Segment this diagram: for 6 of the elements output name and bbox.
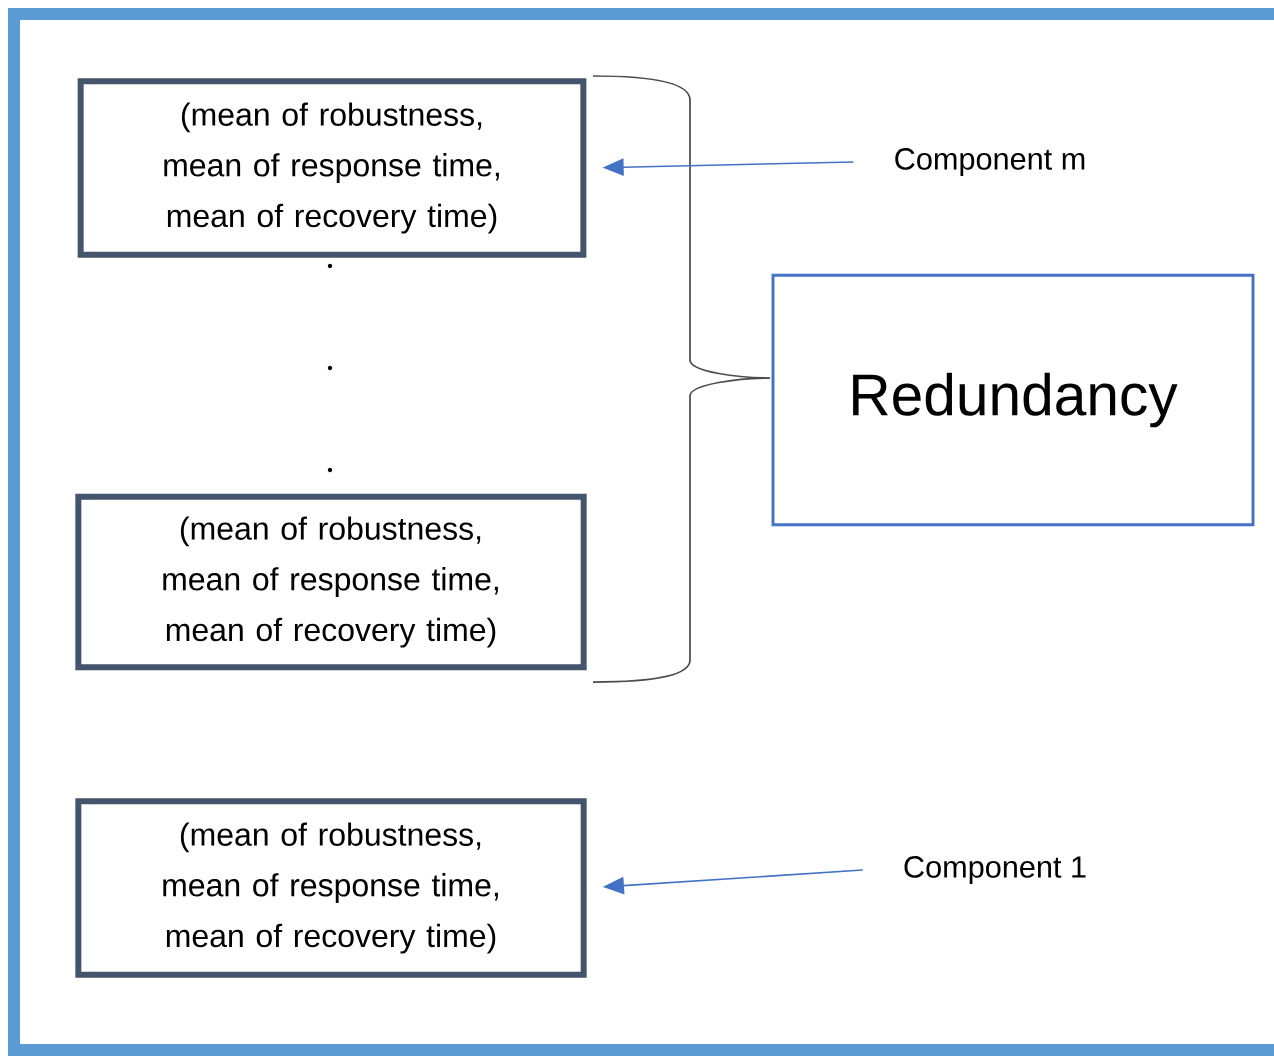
component-label: Component 1	[904, 856, 1086, 884]
redundancy-box: Redundancy	[771, 273, 1255, 527]
component-label: Component m	[895, 148, 1085, 176]
metrics-box: (mean of robustness, mean of response time, mean of recovery time)	[75, 798, 587, 978]
metrics-box: (mean of robustness, mean of response time, mean of recovery time)	[77, 78, 587, 258]
metrics-box: (mean of robustness, mean of response time, mean of recovery time)	[75, 493, 587, 671]
